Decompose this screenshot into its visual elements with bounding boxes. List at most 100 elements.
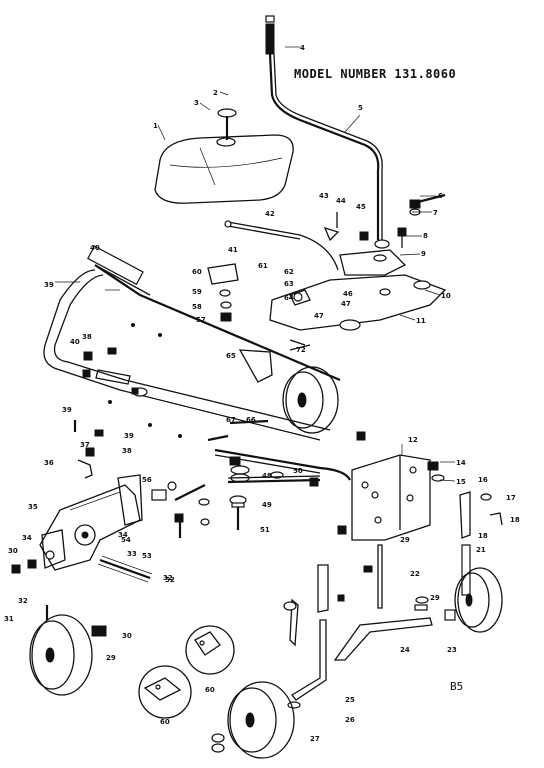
- callout-label: 32: [18, 597, 28, 605]
- callout-label: 17: [506, 494, 516, 502]
- callout-label: 29: [106, 654, 116, 662]
- callout-label: 24: [400, 646, 410, 654]
- callout-label: 51: [260, 526, 270, 534]
- callout-label: 43: [319, 192, 329, 200]
- callout-label: 59: [192, 288, 202, 296]
- callout-label: 38: [82, 333, 92, 341]
- callout-label: 60: [205, 686, 215, 694]
- callout-label: 30: [122, 632, 132, 640]
- callout-label: 4: [300, 44, 305, 52]
- drive-chain: [97, 555, 153, 583]
- model-number-title: MODEL NUMBER 131.8060: [294, 67, 457, 81]
- callout-label: 8: [423, 232, 428, 240]
- callout-label: 45: [356, 203, 366, 211]
- right-wheel: [444, 567, 503, 633]
- callout-label: 41: [228, 246, 238, 254]
- callout-label: 12: [408, 436, 418, 444]
- callout-label: 22: [410, 570, 420, 578]
- steering-plate: [351, 454, 431, 541]
- callout-label: 57: [196, 316, 206, 324]
- callout-label: 54: [121, 536, 131, 544]
- callout-label: 39: [44, 281, 54, 289]
- callout-label: 25: [345, 696, 355, 704]
- callout-label: 11: [416, 317, 426, 325]
- callout-numbers: 4 2 3 1 5 6 7 8 9 10 11 12 14 15 16 17 1…: [4, 44, 520, 743]
- callout-label: 34: [118, 531, 128, 539]
- callout-label: 63: [284, 280, 294, 288]
- callout-label: 26: [345, 716, 355, 724]
- drag-link: [214, 419, 351, 481]
- callout-label: 1: [153, 122, 158, 130]
- callout-label: 52: [165, 576, 175, 584]
- callout-label: 29: [430, 594, 440, 602]
- callout-label: 5: [358, 104, 363, 112]
- callout-label: 58: [192, 303, 202, 311]
- callout-label: 37: [80, 441, 90, 449]
- small-bracket-parts: [207, 263, 239, 322]
- right-spindle: [363, 491, 503, 609]
- callout-label: 49: [262, 501, 272, 509]
- callout-label: 29: [400, 536, 410, 544]
- callout-label: 10: [441, 292, 451, 300]
- callout-label: 9: [421, 250, 426, 258]
- callout-label: 39: [124, 432, 134, 440]
- callout-label: 44: [336, 197, 346, 205]
- callout-label: 72: [296, 346, 306, 354]
- callout-label: 62: [284, 268, 294, 276]
- main-frame-tube: [43, 245, 341, 441]
- callout-label: 61: [258, 262, 268, 270]
- callout-label: 35: [28, 503, 38, 511]
- callout-label: 30: [8, 547, 18, 555]
- callout-label: 53: [142, 552, 152, 560]
- callout-label: 39: [62, 406, 72, 414]
- bottom-wheel: [211, 681, 295, 759]
- callout-label: 60: [192, 268, 202, 276]
- callout-label: 23: [447, 646, 457, 654]
- callout-label: 67: [226, 416, 236, 424]
- callout-label: 21: [476, 546, 486, 554]
- mid-hardware: [151, 431, 445, 538]
- callout-label: 6: [438, 192, 443, 200]
- steering-shaft: [265, 15, 383, 240]
- callout-label: 3: [194, 99, 199, 107]
- page-code: B5: [450, 680, 464, 693]
- seat-part: [154, 108, 294, 204]
- left-spindle: [283, 564, 345, 709]
- callout-label: 36: [44, 459, 54, 467]
- callout-label: 47: [341, 300, 351, 308]
- callout-label: 40: [90, 244, 100, 252]
- callout-label: 60: [160, 718, 170, 726]
- callout-label: 33: [127, 550, 137, 558]
- callout-label: 64: [284, 294, 294, 302]
- callout-label: 66: [246, 416, 256, 424]
- callout-label: 47: [314, 312, 324, 320]
- upper-bracket-plate: [269, 193, 447, 351]
- callout-label: 42: [265, 210, 275, 218]
- callout-label: 2: [213, 89, 218, 97]
- leader-lines: [55, 46, 456, 482]
- callout-label: 7: [433, 209, 438, 217]
- callout-label: 16: [478, 476, 488, 484]
- callout-label: 15: [456, 478, 466, 486]
- callout-label: 38: [122, 447, 132, 455]
- left-lower-bracket: [11, 474, 143, 574]
- upper-wheel: [282, 366, 339, 434]
- callout-label: 40: [70, 338, 80, 346]
- callout-label: 48: [262, 472, 272, 480]
- callout-label: 14: [456, 459, 466, 467]
- clip-parts: [138, 625, 235, 719]
- callout-label: 65: [226, 352, 236, 360]
- callout-label: 56: [142, 476, 152, 484]
- callout-label: 46: [343, 290, 353, 298]
- callout-label: 18: [510, 516, 520, 524]
- callout-label: 32: [163, 574, 173, 582]
- callout-label: 18: [478, 532, 488, 540]
- frame-hardware: [73, 347, 148, 479]
- callout-label: 50: [293, 467, 303, 475]
- callout-label: 27: [310, 735, 320, 743]
- axle-arm: [333, 596, 433, 661]
- callout-label: 34: [22, 534, 32, 542]
- shield-part: [238, 349, 273, 383]
